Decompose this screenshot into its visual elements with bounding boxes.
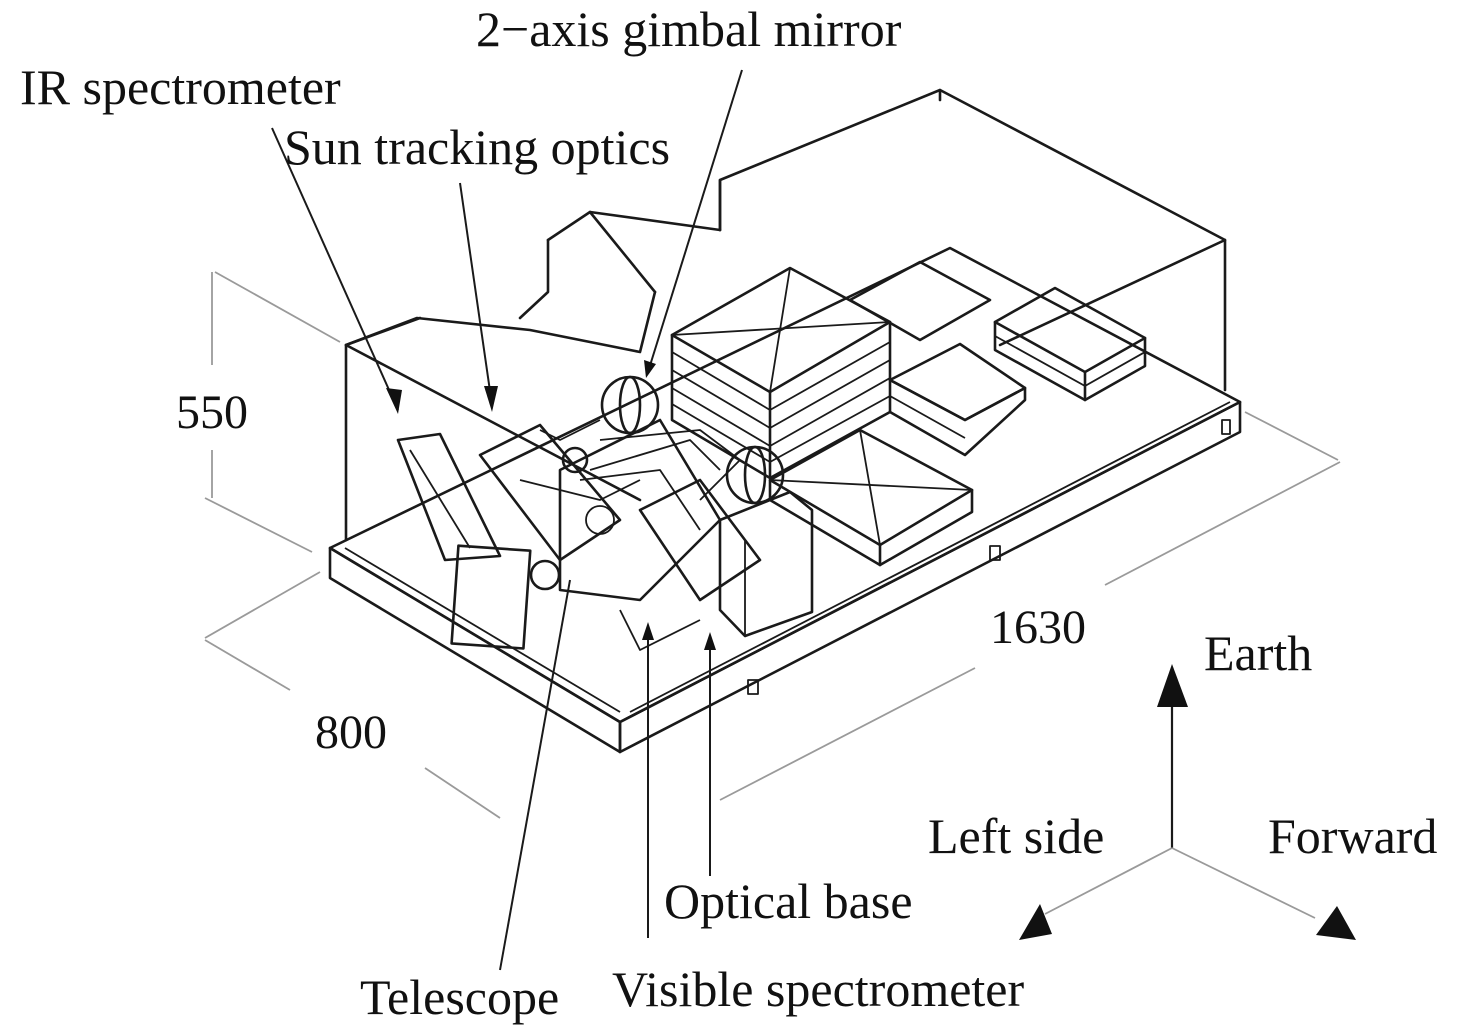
- electronics-stack-main: [670, 266, 892, 480]
- label-ir-spectrometer: IR spectrometer: [20, 59, 341, 115]
- arrowhead-visible: [642, 622, 654, 640]
- label-gimbal-mirror: 2−axis gimbal mirror: [476, 1, 902, 57]
- electronics-box-mid: [848, 260, 1027, 457]
- axis-left-arrowhead: [1019, 904, 1052, 940]
- dimension-height: 550: [176, 386, 248, 439]
- axis-forward-line: [1171, 847, 1316, 919]
- leader-gimbal: [647, 69, 743, 373]
- label-visible-spectrometer: Visible spectrometer: [612, 961, 1024, 1017]
- arrowhead-ir: [386, 388, 402, 414]
- label-optical-base: Optical base: [664, 873, 913, 929]
- leader-ir-spectrometer: [271, 127, 399, 411]
- axis-left-line: [1044, 847, 1173, 915]
- dimension-lines: [204, 271, 1341, 819]
- arrowhead-optical-base: [704, 632, 716, 650]
- electronics-box-right: [993, 286, 1147, 402]
- dimension-width: 800: [315, 706, 387, 759]
- axis-label-earth: Earth: [1204, 625, 1312, 681]
- leader-sun-tracking: [459, 182, 493, 406]
- label-telescope: Telescope: [360, 969, 559, 1025]
- electronics-stack-lower: [768, 428, 974, 567]
- dimension-length: 1630: [990, 601, 1086, 654]
- axis-forward-arrowhead: [1316, 906, 1356, 940]
- arrowhead-gimbal: [644, 360, 656, 378]
- axis-label-forward: Forward: [1268, 808, 1437, 864]
- arrowhead-sun: [484, 386, 498, 412]
- right-enclosure: [718, 88, 1227, 392]
- coordinate-axes: [1019, 664, 1356, 940]
- leader-lines: [271, 69, 743, 971]
- optics-cluster: [396, 375, 814, 651]
- axis-earth-arrowhead: [1157, 664, 1188, 707]
- left-enclosure: [344, 210, 722, 542]
- optical-base-plate: [328, 246, 1242, 754]
- axis-label-left-side: Left side: [928, 808, 1104, 864]
- label-sun-tracking-optics: Sun tracking optics: [284, 119, 670, 175]
- leader-telescope: [499, 579, 571, 971]
